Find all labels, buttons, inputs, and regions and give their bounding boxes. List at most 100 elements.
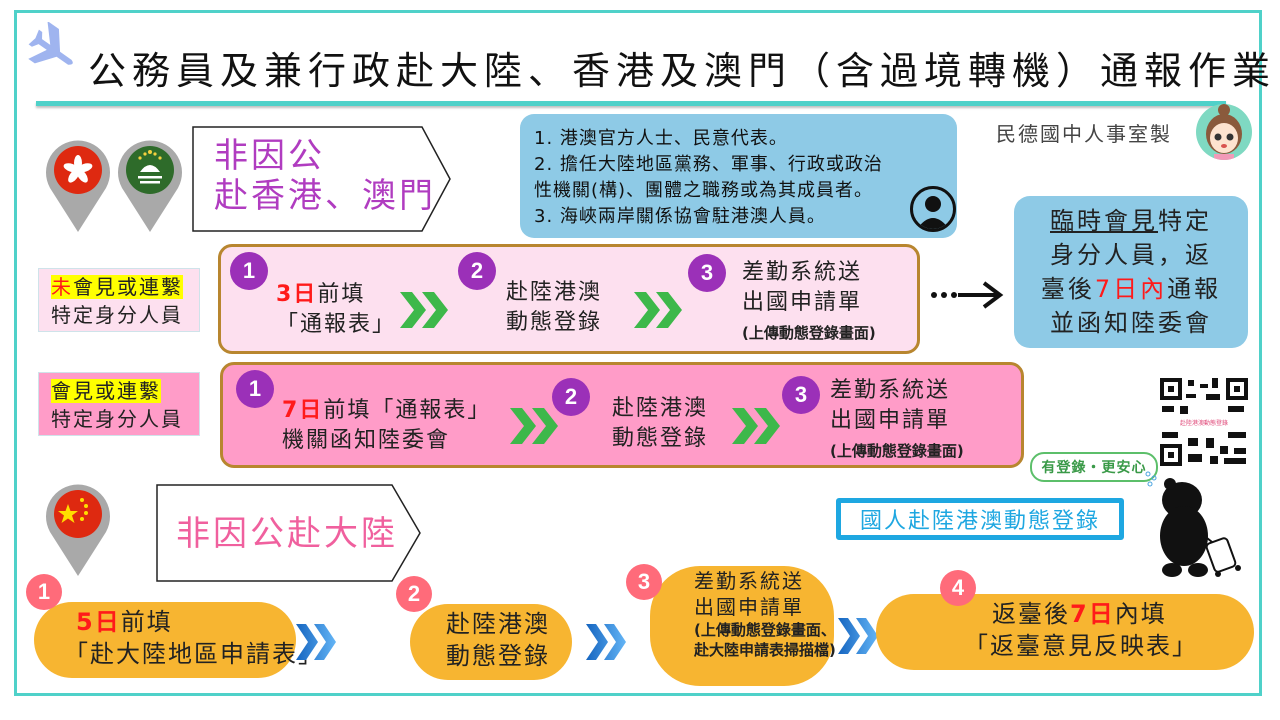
person-silhouette-icon	[910, 186, 956, 232]
heading-line-1: 非因公	[214, 136, 325, 176]
step-1-text: 3日前填 「通報表」	[276, 280, 396, 340]
bear-with-suitcase-icon	[1145, 471, 1241, 577]
dynamic-registration-link[interactable]: 國人赴陸港澳動態登錄	[836, 498, 1124, 540]
info-line: 1. 港澳官方人士、民意代表。	[534, 128, 788, 149]
row-label-not-met: 未會見或連繫 特定身分人員	[38, 268, 200, 332]
step-badge: 1	[236, 370, 274, 408]
label-specific-persons: 特定身分人員	[51, 303, 183, 327]
step-line: 「返臺意見反映表」	[964, 632, 1198, 660]
heading-line-2: 赴香港、澳門	[214, 176, 436, 216]
step-4-text: 返臺後7日內填 「返臺意見反映表」	[964, 598, 1198, 662]
step-line: 動態登錄	[612, 426, 709, 451]
info-line: 3. 海峽兩岸關係協會駐港澳人員。	[534, 206, 826, 227]
deadline-days: 7日內	[1094, 275, 1168, 303]
step-line: 前填「通報表」	[323, 398, 492, 423]
step-line: 出國申請單	[742, 290, 863, 315]
maker-credit: 民德國中人事室製	[996, 122, 1172, 146]
step-badge: 2	[458, 252, 496, 290]
page-title: 公務員及兼行政赴大陸、香港及澳門（含過境轉機）通報作業	[88, 49, 1277, 93]
label-highlight: 會見或連繫	[51, 379, 161, 403]
step-1-text: 7日前填「通報表」 機關函知陸委會	[282, 396, 491, 456]
step-2-text: 赴陸港澳 動態登錄	[446, 608, 550, 672]
deadline-days: 7日	[1070, 600, 1115, 628]
blue-chevron-icon	[586, 624, 626, 660]
temp-line: 並函知陸委會	[1050, 309, 1212, 337]
step-2-text: 赴陸港澳 動態登錄	[506, 278, 602, 338]
qr-caption: 赴陸港澳動態登錄	[1180, 419, 1228, 427]
step-line: 機關函知陸委會	[282, 428, 451, 453]
step-line: 動態登錄	[506, 310, 603, 335]
hong-kong-flag-pin-icon	[45, 140, 111, 232]
step-line: 動態登錄	[446, 642, 550, 670]
step-badge: 4	[940, 570, 976, 606]
deadline-days: 7日	[282, 398, 324, 423]
blue-chevron-icon	[838, 618, 878, 654]
label-meet-contact: 會見或連繫	[73, 275, 183, 299]
step-line: 前填	[317, 282, 366, 307]
dotted-arrow-icon	[931, 281, 1004, 309]
step-3-text: 差勤系統送 出國申請單 (上傳動態登錄畫面、 赴大陸申請表掃描檔)	[694, 568, 836, 660]
mainland-step-4-pill	[876, 594, 1254, 670]
mainland-step-2-pill	[410, 604, 572, 680]
step-note: 赴大陸申請表掃描檔)	[694, 641, 836, 659]
heading-arrow-box	[156, 484, 421, 582]
green-chevron-icon	[510, 408, 558, 444]
step-badge: 3	[688, 254, 726, 292]
label-not-word: 未	[51, 275, 73, 299]
step-line: 赴陸港澳	[506, 280, 603, 305]
step-3-text: 差勤系統送 出國申請單 (上傳動態登錄畫面)	[742, 258, 876, 348]
china-flag-pin-icon	[45, 484, 111, 576]
step-line: 出國申請單	[694, 595, 804, 619]
macau-flag-pin-icon	[118, 140, 182, 232]
deadline-days: 5日	[76, 608, 121, 636]
speech-bubble: 有登錄・更安心	[1030, 452, 1158, 482]
step-line: 前填	[120, 608, 173, 636]
qr-code[interactable]: 赴陸港澳動態登錄	[1158, 376, 1250, 468]
step-line: 「通報表」	[276, 312, 397, 337]
temp-line: 身分人員，返	[1050, 241, 1212, 269]
label-highlight: 未會見或連繫	[51, 275, 183, 299]
info-line: 2. 擔任大陸地區黨務、軍事、行政或政治	[534, 154, 883, 175]
title-underline	[36, 101, 1226, 106]
row-label-met: 會見或連繫 特定身分人員	[38, 372, 200, 436]
mainland-heading: 非因公赴大陸	[176, 514, 398, 554]
blue-chevron-icon	[296, 624, 336, 660]
page-frame	[14, 10, 1262, 696]
airplane-icon	[28, 22, 73, 65]
temp-line: 特定	[1158, 207, 1212, 235]
step-badge: 2	[396, 576, 432, 612]
step-line: 差勤系統送	[694, 569, 804, 593]
step-line: 赴陸港澳	[612, 396, 709, 421]
temporary-meeting-box: 臨時會見特定 身分人員，返 臺後7日內通報 並函知陸委會	[1014, 196, 1248, 348]
flow-row-not-met	[218, 244, 920, 354]
cartoon-girl-icon	[1206, 104, 1242, 160]
flow-row-met	[220, 362, 1024, 468]
step-badge: 3	[782, 376, 820, 414]
step-badge: 1	[26, 574, 62, 610]
green-chevron-icon	[732, 408, 780, 444]
step-line: 赴陸港澳	[446, 610, 550, 638]
mainland-step-1-pill	[34, 602, 296, 678]
step-line: 返臺後	[992, 600, 1070, 628]
step-note: (上傳動態登錄畫面)	[830, 442, 964, 460]
step-line: 「赴大陸地區申請表」	[64, 640, 324, 668]
deadline-days: 3日	[276, 282, 318, 307]
green-chevron-icon	[400, 292, 448, 328]
step-badge: 1	[230, 252, 268, 290]
step-badge: 2	[552, 378, 590, 416]
avatar	[1196, 104, 1252, 160]
specific-persons-info-box: 1. 港澳官方人士、民意代表。 2. 擔任大陸地區黨務、軍事、行政或政治 性機關…	[520, 114, 957, 238]
step-note: (上傳動態登錄畫面)	[742, 324, 876, 342]
step-line: 出國申請單	[830, 408, 951, 433]
underlined-text: 臨時會見	[1050, 207, 1158, 235]
temp-line: 通報	[1167, 275, 1222, 303]
step-line: 差勤系統送	[742, 260, 863, 285]
step-1-text: 5日前填 「赴大陸地區申請表」	[64, 606, 324, 670]
step-badge: 3	[626, 564, 662, 600]
step-line: 內填	[1114, 600, 1167, 628]
label-specific-persons: 特定身分人員	[51, 407, 183, 431]
step-line: 差勤系統送	[830, 378, 951, 403]
mainland-step-3-pill	[650, 566, 834, 686]
temp-line: 臺後	[1040, 275, 1095, 303]
step-note: (上傳動態登錄畫面、	[694, 621, 836, 639]
